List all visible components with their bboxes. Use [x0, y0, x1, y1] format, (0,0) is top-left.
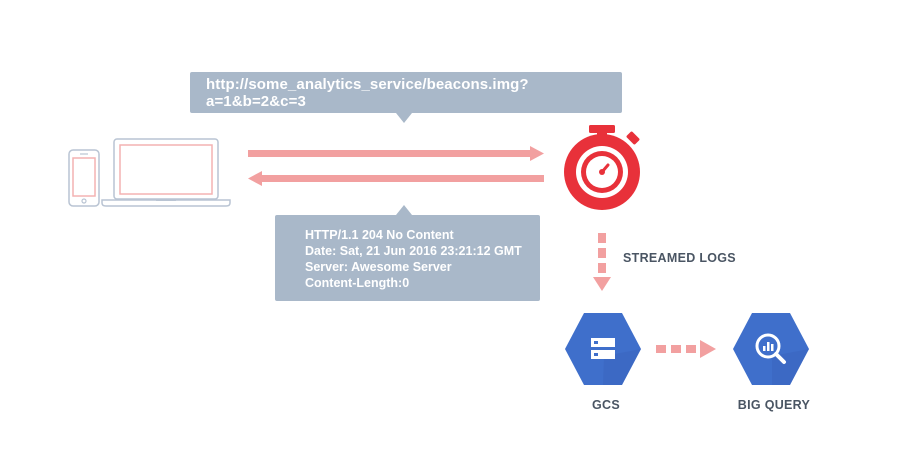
request-callout-pointer [396, 113, 412, 123]
request-arrow [248, 146, 544, 161]
gcs-to-bigquery-arrow [656, 340, 716, 358]
streamed-logs-arrow [593, 233, 611, 291]
response-callout-pointer [396, 205, 412, 215]
response-server-line: Server: Awesome Server [305, 260, 452, 274]
stopwatch-icon [564, 125, 640, 210]
response-status-line: HTTP/1.1 204 No Content [305, 228, 454, 242]
phone-and-laptop-icon [68, 138, 231, 207]
bigquery-icon [733, 313, 809, 385]
request-url-callout: http://some_analytics_service/beacons.im… [190, 72, 622, 113]
phone-icon [68, 149, 100, 207]
gcs-storage-icon [565, 313, 641, 385]
response-arrow [248, 171, 544, 186]
gcs-label: GCS [592, 398, 620, 412]
response-date-line: Date: Sat, 21 Jun 2016 23:21:12 GMT [305, 244, 522, 258]
streamed-logs-label: STREAMED LOGS [623, 251, 736, 265]
response-headers-callout: HTTP/1.1 204 No Content Date: Sat, 21 Ju… [275, 215, 540, 301]
big-query-label: BIG QUERY [737, 398, 811, 412]
request-url: http://some_analytics_service/beacons.im… [206, 75, 529, 110]
response-content-length-line: Content-Length:0 [305, 276, 410, 290]
laptop-icon [101, 138, 231, 207]
